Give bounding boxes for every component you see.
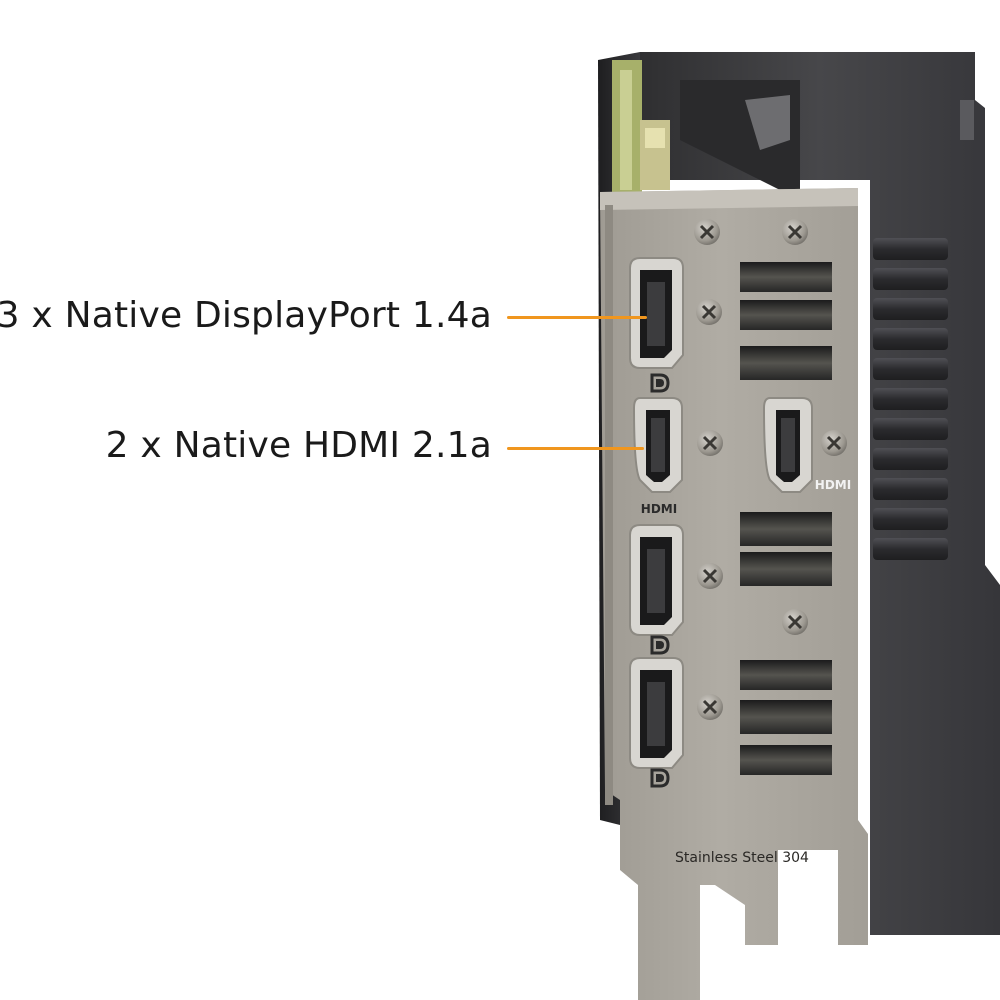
- screw: [782, 219, 808, 245]
- hdmi-callout: 2 x Native HDMI 2.1a: [105, 425, 492, 466]
- io-bracket: [600, 188, 868, 1000]
- heatsink-fins: [873, 238, 948, 560]
- hdmi-port-label: HDMI: [815, 478, 851, 492]
- vent-cutouts: [740, 262, 832, 775]
- screw: [782, 609, 808, 635]
- hdmi-leader-line: [507, 447, 644, 450]
- displayport-logo-icon: [650, 768, 670, 788]
- screw: [696, 299, 722, 325]
- hdmi-port-1: HDMI: [632, 397, 683, 516]
- screw: [821, 430, 847, 456]
- displayport-callout: 3 x Native DisplayPort 1.4a: [0, 295, 492, 336]
- displayport-port-1: [629, 257, 684, 393]
- screw: [694, 219, 720, 245]
- displayport-leader-line: [507, 316, 647, 319]
- displayport-port-2: [629, 524, 684, 655]
- hdmi-port-label: HDMI: [641, 502, 677, 516]
- bracket-screws: [694, 219, 847, 720]
- screw: [697, 563, 723, 589]
- bracket-material-label: Stainless Steel 304: [675, 850, 809, 866]
- pcb-tab: [640, 120, 670, 190]
- displayport-logo-icon: [650, 373, 670, 393]
- hdmi-port-2: HDMI: [762, 397, 851, 493]
- displayport-port-3: [629, 657, 684, 788]
- screw: [697, 694, 723, 720]
- screw: [697, 430, 723, 456]
- displayport-logo-icon: [650, 635, 670, 655]
